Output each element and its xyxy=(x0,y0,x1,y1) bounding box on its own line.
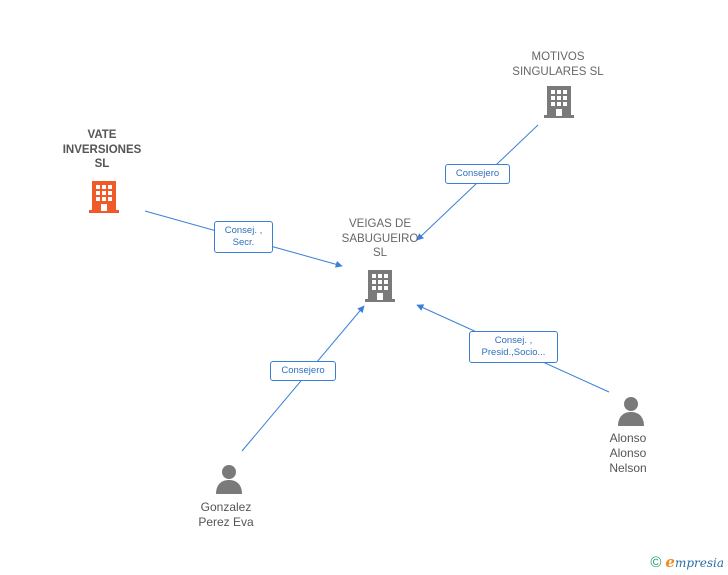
node-label-alonso[interactable]: Alonso Alonso Nelson xyxy=(609,431,647,475)
copyright-icon: © xyxy=(650,553,662,571)
edge-label-motivos-veigas[interactable]: Consejero xyxy=(445,164,510,184)
empresia-logo[interactable]: empresia xyxy=(665,553,724,571)
node-label-motivos[interactable]: MOTIVOS SINGULARES SL xyxy=(512,51,604,78)
building-icon[interactable] xyxy=(364,268,396,302)
edge-label-gonzalez-veigas[interactable]: Consejero xyxy=(270,361,336,381)
node-label-veigas[interactable]: VEIGAS DE SABUGUEIRO SL xyxy=(341,218,419,259)
edge-label-vate-veigas[interactable]: Consej. , Secr. xyxy=(214,221,273,253)
footer-brand: © empresia xyxy=(650,553,724,571)
building-icon[interactable] xyxy=(88,179,120,213)
node-label-vate[interactable]: VATE INVERSIONES SL xyxy=(62,129,142,170)
person-icon[interactable] xyxy=(616,395,646,427)
person-icon[interactable] xyxy=(214,463,244,495)
node-label-gonzalez[interactable]: Gonzalez Perez Eva xyxy=(198,500,254,529)
building-icon[interactable] xyxy=(543,84,575,118)
edge-label-alonso-veigas[interactable]: Consej. , Presid.,Socio... xyxy=(469,331,558,363)
